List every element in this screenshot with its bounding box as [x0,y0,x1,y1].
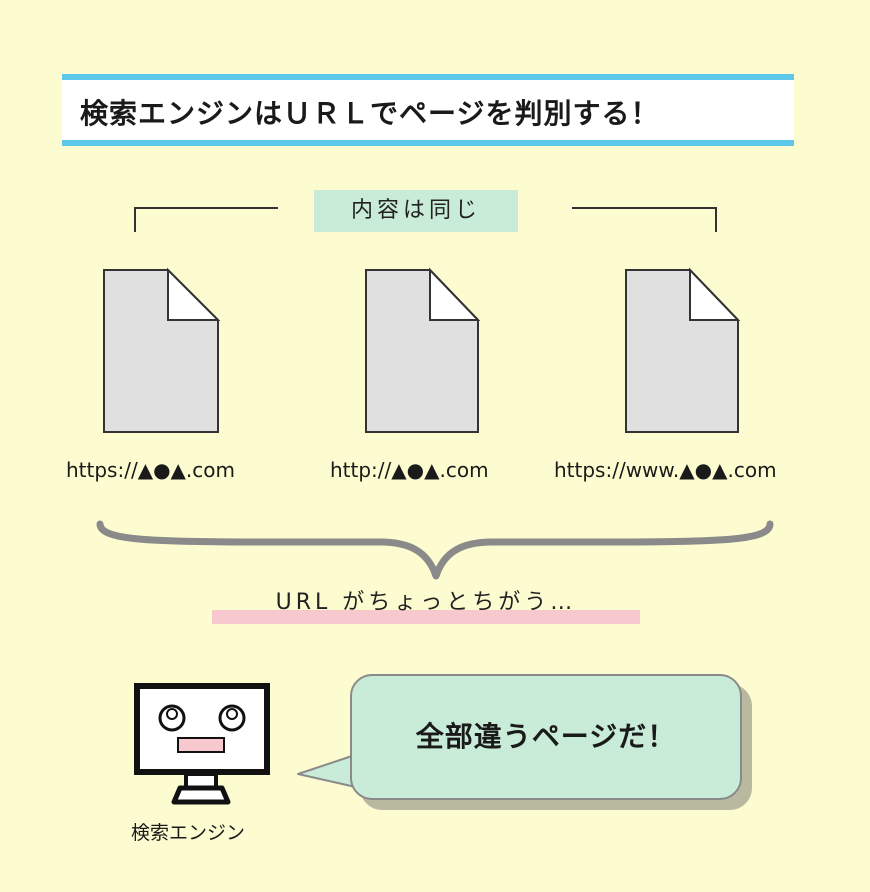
page-title: 検索エンジンはＵＲＬでページを判別する！ [80,97,660,130]
speech-bubble: 全部違うページだ！ [350,674,742,800]
url-label-1: https://▲●▲.com [66,458,235,482]
monitor-screen [134,683,270,775]
document-icon-2 [365,267,481,433]
search-engine-label: 検索エンジン [131,822,246,844]
document-icon-3 [625,267,741,433]
title-banner: 検索エンジンはＵＲＬでページを判別する！ [62,74,794,146]
speech-bubble-text: 全部違うページだ！ [415,720,677,753]
mouth [177,737,225,753]
url-label-2: http://▲●▲.com [330,458,489,482]
document-icon-1 [103,267,221,433]
monitor-stand [171,785,231,805]
url-difference-label: URL がちょっとちがう… [212,588,640,624]
search-engine-character [134,683,270,805]
grouping-brace [96,520,774,580]
content-bracket-right [572,207,717,232]
url-label-3: https://www.▲●▲.com [554,458,777,482]
content-bracket-left [134,207,278,232]
same-content-label: 内容は同じ [314,190,518,232]
